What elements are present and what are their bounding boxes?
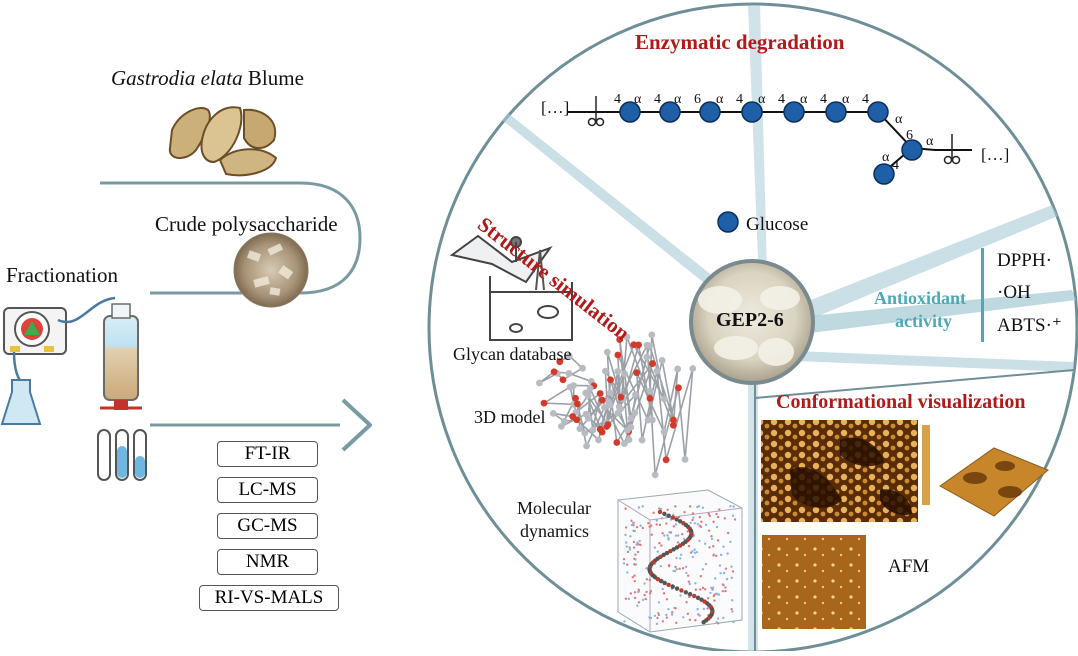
afm-image-large xyxy=(762,535,866,629)
branch-linkage-label: α xyxy=(926,134,933,150)
flow-line xyxy=(100,183,360,293)
method-nmr: NMR xyxy=(217,549,318,575)
linkage-label: α xyxy=(800,92,807,108)
method-rivsmals: RI-VS-MALS xyxy=(199,585,339,611)
antioxidant-oh: ·OH xyxy=(997,282,1031,304)
branch-linkage-label: α xyxy=(882,150,889,166)
linkage-label: 4 xyxy=(654,92,661,108)
branch-linkage-label: 6 xyxy=(906,128,913,144)
linkage-label: α xyxy=(634,92,641,108)
glucose-node xyxy=(874,164,894,184)
column-icon xyxy=(104,316,138,400)
glucose-node xyxy=(868,102,888,122)
antioxidant-title-1: Antioxidant xyxy=(874,288,966,309)
conformation-title: Conformational visualization xyxy=(776,391,1025,414)
branch-linkage-label: α xyxy=(895,112,902,128)
flow-arrow xyxy=(343,400,370,450)
linkage-label: 4 xyxy=(778,92,785,108)
linkage-label: 6 xyxy=(694,92,701,108)
ellipsis-left: […] xyxy=(541,98,569,118)
pump-icon xyxy=(4,308,66,354)
branch-linkage-label: 4 xyxy=(892,158,899,174)
linkage-label: 4 xyxy=(820,92,827,108)
method-ftir: FT-IR xyxy=(217,441,318,467)
plant-name-rest: Blume xyxy=(248,66,304,90)
method-gcms: GC-MS xyxy=(217,513,318,539)
glucose-legend-icon xyxy=(718,212,738,232)
fractionation-label: Fractionation xyxy=(6,263,118,288)
linkage-label: 4 xyxy=(736,92,743,108)
antioxidant-bracket xyxy=(981,248,984,342)
3d-model-label: 3D model xyxy=(474,407,546,428)
antioxidant-abts: ABTS·⁺ xyxy=(997,314,1062,337)
ellipsis-right: […] xyxy=(981,145,1009,165)
glucose-legend-label: Glucose xyxy=(746,214,808,236)
rhizome-slices xyxy=(170,107,276,175)
antioxidant-dpph: DPPH· xyxy=(997,250,1052,272)
linkage-label: α xyxy=(674,92,681,108)
linkage-label: α xyxy=(842,92,849,108)
crude-polysaccharide-label: Crude polysaccharide xyxy=(155,212,338,237)
linkage-label: α xyxy=(716,92,723,108)
linkage-label: 4 xyxy=(614,92,621,108)
crude-polysaccharide-image xyxy=(234,233,308,307)
afm-label: AFM xyxy=(888,556,929,578)
md-label-1: Molecular xyxy=(517,498,591,519)
enzymatic-title: Enzymatic degradation xyxy=(635,30,844,55)
linkage-label: α xyxy=(758,92,765,108)
plant-name-italic: Gastrodia elata xyxy=(111,66,243,90)
molecular-dynamics-image xyxy=(618,490,742,632)
method-lcms: LC-MS xyxy=(217,477,318,503)
test-tubes-icon xyxy=(98,430,146,480)
flask-icon xyxy=(2,380,40,424)
linkage-label: 4 xyxy=(862,92,869,108)
antioxidant-title-2: activity xyxy=(895,311,952,332)
md-label-2: dynamics xyxy=(520,521,589,542)
plant-name: Gastrodia elata Blume xyxy=(111,66,304,91)
center-label: GEP2-6 xyxy=(716,309,784,332)
glycan-database-label: Glycan database xyxy=(453,344,571,365)
